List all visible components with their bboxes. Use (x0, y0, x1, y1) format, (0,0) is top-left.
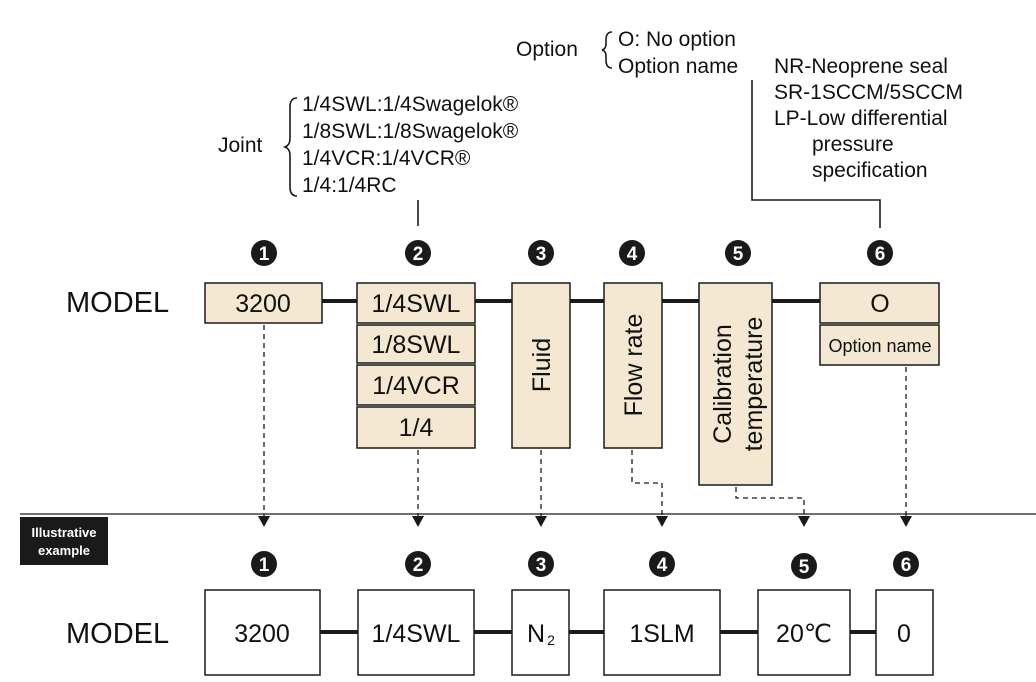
example-joint-text: 1/4SWL (372, 620, 461, 648)
example-temperature-text: 20℃ (776, 620, 832, 648)
calibration-text-line2: temperature (740, 317, 768, 452)
arrow-head-1 (258, 516, 270, 527)
example-number-badge-5 (791, 553, 817, 579)
example-number-badge-1 (251, 551, 277, 577)
number-badge-1 (251, 240, 277, 266)
model-code-row: MODEL 3200 1/4SWL 1/8SWL 1/4VCR 1/4 Flui… (66, 282, 940, 486)
joint-option-box-4 (356, 406, 476, 449)
example-fluid-symbol: N (527, 620, 545, 648)
example-joint-box (357, 589, 475, 676)
joint-note-title: Joint (218, 134, 263, 157)
arrow-head-5 (798, 516, 810, 527)
number-text-5: 5 (733, 244, 744, 265)
joint-option-box-3 (356, 364, 476, 406)
example-number-text-5: 5 (799, 557, 810, 578)
example-number-text-4: 4 (657, 555, 668, 576)
example-badge-bg (20, 517, 108, 565)
option-brace (601, 31, 613, 69)
flow-rate-text: Flow rate (620, 314, 648, 417)
arrow-line-4 (631, 450, 663, 516)
series-box (204, 282, 323, 324)
example-number-text-1: 1 (259, 555, 270, 576)
option-name-text: Option name (828, 336, 931, 356)
arrow-head-4 (656, 516, 668, 527)
arrow-heads (258, 516, 912, 527)
top-number-row: 1 2 3 4 5 6 (251, 240, 893, 266)
calibration-text-line1: Calibration (709, 324, 737, 444)
example-number-text-3: 3 (536, 555, 547, 576)
example-series-box (204, 589, 321, 676)
example-badge: Illustrative example (20, 517, 108, 565)
example-flow-rate-box (603, 589, 721, 676)
flow-rate-box (603, 282, 663, 449)
option-code-text: O (870, 290, 889, 318)
arrow-head-2 (412, 516, 424, 527)
joint-option-text-1: 1/4SWL (372, 290, 461, 318)
option-leader-line (751, 80, 881, 228)
joint-option-box-1 (356, 282, 476, 324)
number-badge-4 (619, 240, 645, 266)
example-number-badge-4 (649, 551, 675, 577)
joint-option-text-2: 1/8SWL (372, 331, 461, 359)
example-model-row: MODEL 3200 1/4SWL N 2 1SLM 20℃ 0 (66, 589, 934, 676)
joint-item-14vcr: 1/4VCR:1/4VCR® (302, 147, 471, 170)
number-text-1: 1 (259, 244, 270, 265)
option-item-none: O: No option (618, 28, 736, 51)
example-number-text-6: 6 (901, 555, 912, 576)
example-number-badge-3 (528, 551, 554, 577)
example-badge-line2: example (38, 543, 90, 558)
example-number-text-2: 2 (413, 555, 424, 576)
option-detail-sr: SR-1SCCM/5SCCM (774, 81, 963, 104)
arrow-head-3 (535, 516, 547, 527)
joint-option-box-2 (356, 324, 476, 364)
option-item-name: Option name (618, 55, 738, 78)
model-label: MODEL (66, 287, 169, 319)
fluid-box (511, 282, 571, 449)
number-text-6: 6 (875, 244, 886, 265)
option-detail-lp-3: specification (812, 159, 928, 182)
option-detail-lp-2: pressure (812, 133, 894, 156)
number-badge-6 (867, 240, 893, 266)
fluid-text: Fluid (528, 338, 556, 392)
joint-item-14swl: 1/4SWL:1/4Swagelok® (302, 93, 519, 116)
joint-option-text-3: 1/4VCR (372, 372, 460, 400)
example-series-text: 3200 (234, 620, 290, 648)
bottom-number-row: 1 2 3 4 5 6 (251, 551, 919, 579)
joint-brace (282, 97, 298, 197)
joint-option-text-4: 1/4 (399, 414, 434, 442)
option-detail-lp: LP-Low differential (774, 107, 948, 130)
example-number-badge-2 (405, 551, 431, 577)
number-text-2: 2 (413, 244, 424, 265)
joint-item-18swl: 1/8SWL:1/8Swagelok® (302, 120, 519, 143)
example-number-badge-6 (893, 551, 919, 577)
example-temperature-box (757, 589, 851, 676)
option-note: Option O: No option Option name NR-Neopr… (516, 28, 963, 228)
example-badge-line1: Illustrative (31, 525, 96, 540)
example-flow-rate-text: 1SLM (629, 620, 694, 648)
example-model-label: MODEL (66, 618, 169, 650)
example-option-box (875, 589, 934, 676)
arrow-line-5 (735, 487, 805, 516)
example-fluid-box (511, 589, 570, 676)
arrow-head-6 (900, 516, 912, 527)
mapping-arrows (263, 325, 907, 516)
option-name-box (819, 324, 940, 366)
example-option-text: 0 (897, 620, 911, 648)
option-note-title: Option (516, 38, 578, 61)
joint-note: Joint 1/4SWL:1/4Swagelok® 1/8SWL:1/8Swag… (218, 93, 519, 226)
number-badge-3 (528, 240, 554, 266)
number-text-3: 3 (536, 244, 547, 265)
number-badge-5 (725, 240, 751, 266)
series-text: 3200 (235, 290, 291, 318)
number-text-4: 4 (627, 244, 638, 265)
joint-item-14rc: 1/4:1/4RC (302, 174, 397, 197)
example-fluid-subscript: 2 (547, 632, 555, 648)
calibration-box (698, 282, 773, 486)
option-detail-nr: NR-Neoprene seal (774, 55, 948, 78)
number-badge-2 (405, 240, 431, 266)
option-code-box (819, 282, 940, 324)
